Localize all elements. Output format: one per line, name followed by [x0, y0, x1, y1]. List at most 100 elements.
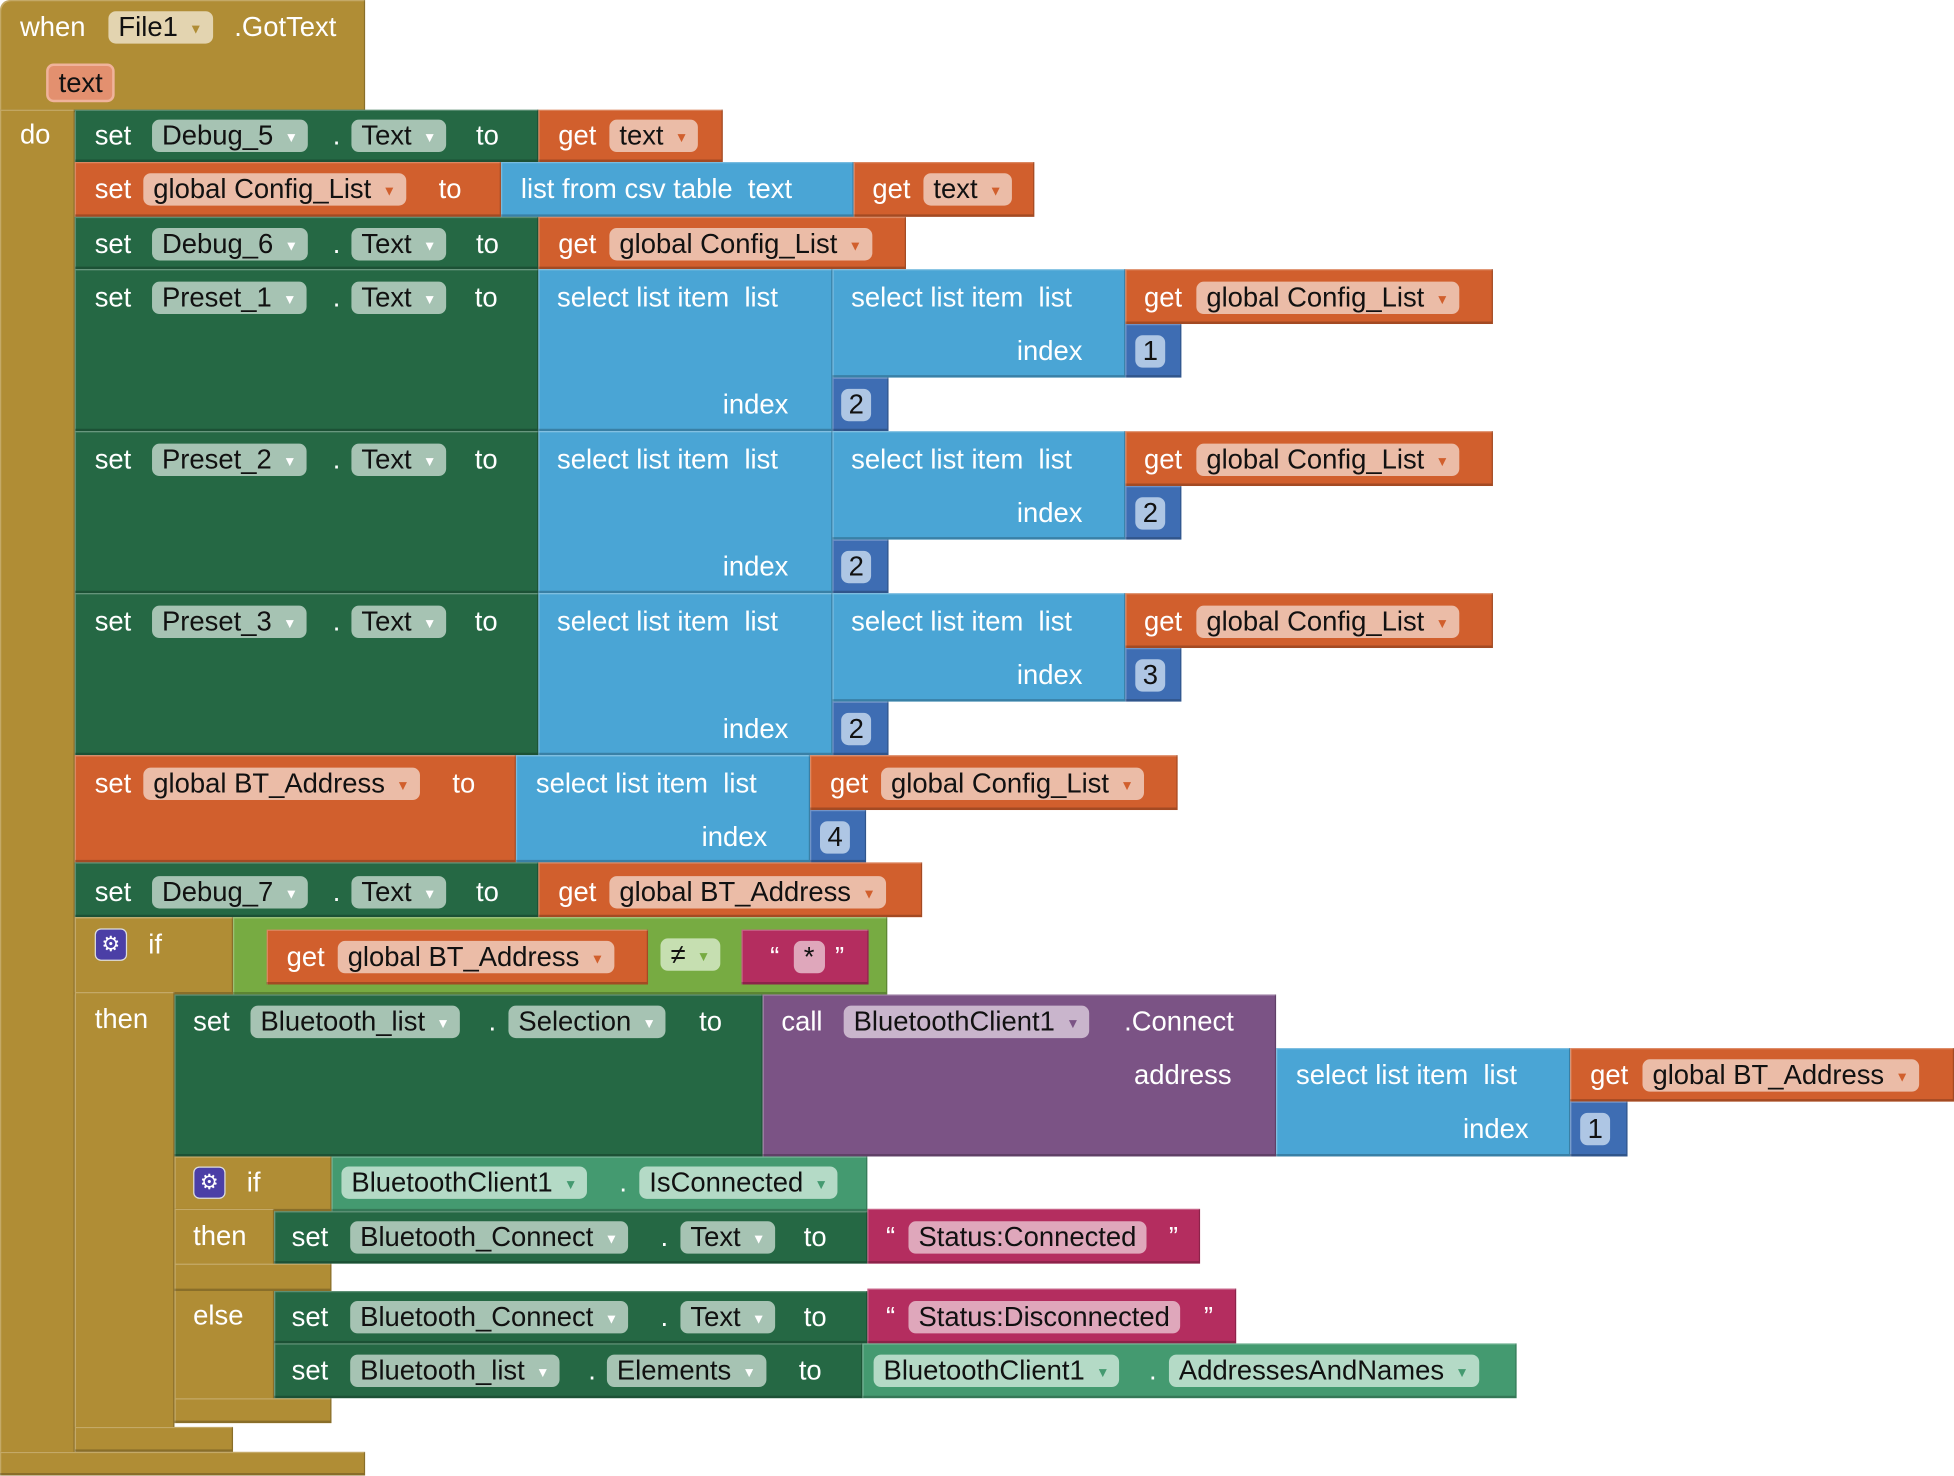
dropdown-value: global Config_List: [1206, 443, 1425, 475]
select-list-item-outer-block[interactable]: [538, 431, 833, 594]
set-preset3-block[interactable]: [74, 593, 539, 756]
component-dropdown[interactable]: BluetoothClient1▼: [843, 1005, 1090, 1039]
property-dropdown[interactable]: IsConnected▼: [639, 1166, 838, 1199]
gear-icon[interactable]: ⚙: [94, 928, 128, 961]
component-dropdown[interactable]: Debug_5▼: [152, 119, 309, 153]
select-list-item-outer-block[interactable]: [538, 593, 833, 756]
dot-label: .: [332, 443, 341, 475]
property-dropdown[interactable]: Text▼: [680, 1221, 776, 1254]
dropdown-value: Text: [361, 281, 412, 313]
dropdown-arrow-icon: ▼: [814, 1177, 829, 1193]
variable-dropdown[interactable]: global BT_Address▼: [337, 940, 615, 974]
select-list-item-label: select list item list: [557, 281, 778, 313]
dot-label: .: [588, 1354, 596, 1386]
component-dropdown[interactable]: Debug_7▼: [152, 876, 309, 909]
select-list-item-inner-block[interactable]: [832, 269, 1126, 378]
number-field[interactable]: 2: [841, 550, 872, 584]
number-field[interactable]: 1: [1135, 335, 1166, 368]
select-list-item-label: select list item list: [851, 605, 1073, 637]
variable-dropdown[interactable]: text▼: [923, 173, 1013, 206]
number-field[interactable]: 2: [841, 388, 872, 422]
get-label: get: [558, 119, 597, 151]
text-field[interactable]: Status:Disconnected: [908, 1301, 1180, 1334]
property-dropdown[interactable]: Text▼: [351, 281, 447, 315]
set-label: set: [94, 443, 132, 475]
event-parameter[interactable]: text: [46, 63, 116, 103]
component-dropdown[interactable]: Bluetooth_list▼: [350, 1354, 560, 1388]
if-label: if: [246, 1166, 261, 1198]
select-list-item-block[interactable]: [1276, 1048, 1571, 1157]
to-label: to: [474, 443, 498, 475]
select-list-item-inner-block[interactable]: [832, 593, 1126, 702]
open-quote: “: [770, 940, 780, 973]
property-dropdown[interactable]: Text▼: [351, 228, 447, 261]
variable-dropdown[interactable]: global BT_Address▼: [143, 767, 420, 801]
text-field[interactable]: Status:Connected: [908, 1221, 1147, 1254]
address-label: address: [1134, 1059, 1232, 1091]
component-dropdown[interactable]: Preset_2▼: [152, 443, 307, 477]
variable-dropdown[interactable]: global Config_List▼: [1196, 605, 1460, 639]
index-label: index: [701, 821, 768, 853]
variable-dropdown[interactable]: global Config_List▼: [609, 228, 873, 261]
variable-dropdown[interactable]: global Config_List▼: [1196, 443, 1460, 477]
set-preset2-block[interactable]: [74, 431, 539, 594]
if-block-footer: [74, 1426, 234, 1452]
property-dropdown[interactable]: AddressesAndNames▼: [1168, 1354, 1479, 1388]
dropdown-value: global BT_Address: [153, 767, 385, 799]
component-dropdown[interactable]: Preset_1▼: [152, 281, 307, 315]
variable-dropdown[interactable]: global BT_Address▼: [609, 876, 886, 909]
dropdown-arrow-icon: ▼: [742, 1365, 756, 1381]
dropdown-arrow-icon: ▼: [1095, 1365, 1110, 1381]
variable-dropdown[interactable]: text▼: [609, 119, 699, 153]
select-list-item-block[interactable]: [515, 755, 811, 863]
variable-dropdown[interactable]: global Config_List▼: [1196, 281, 1460, 315]
component-dropdown[interactable]: BluetoothClient1 ▼: [873, 1354, 1120, 1388]
property-dropdown[interactable]: Text▼: [351, 119, 447, 153]
dropdown-value: BluetoothClient1: [883, 1354, 1085, 1386]
component-dropdown[interactable]: BluetoothClient1▼: [341, 1166, 588, 1199]
component-dropdown[interactable]: Preset_3▼: [152, 605, 307, 639]
dropdown-arrow-icon: ▼: [1120, 778, 1134, 794]
dropdown-value: Text: [361, 228, 412, 260]
select-list-item-label: select list item list: [557, 605, 778, 637]
set-label: set: [94, 119, 132, 151]
dropdown-value: global Config_List: [153, 173, 372, 205]
dot-label: .: [332, 876, 341, 908]
dropdown-value: Text: [690, 1301, 741, 1333]
select-list-item-inner-block[interactable]: [832, 431, 1126, 540]
property-dropdown[interactable]: Text▼: [680, 1301, 776, 1334]
number-field[interactable]: 1: [1580, 1112, 1611, 1146]
property-dropdown[interactable]: Selection▼: [508, 1005, 666, 1039]
component-dropdown[interactable]: Bluetooth_Connect▼: [350, 1221, 629, 1254]
set-preset1-block[interactable]: [74, 269, 539, 432]
gear-icon[interactable]: ⚙: [193, 1166, 226, 1199]
variable-dropdown[interactable]: global BT_Address▼: [1642, 1059, 1919, 1092]
property-dropdown[interactable]: Text▼: [351, 443, 447, 477]
property-dropdown[interactable]: Text▼: [351, 605, 447, 639]
set-label: set: [291, 1301, 329, 1333]
variable-dropdown[interactable]: global Config_List▼: [143, 173, 407, 206]
number-field[interactable]: 4: [819, 821, 851, 854]
component-dropdown[interactable]: Debug_6▼: [152, 228, 309, 261]
operator-dropdown[interactable]: ≠▼: [660, 938, 721, 971]
number-field[interactable]: 3: [1135, 659, 1166, 692]
select-list-item-outer-block[interactable]: [538, 269, 833, 432]
number-field[interactable]: 2: [1135, 497, 1166, 530]
to-label: to: [438, 173, 462, 205]
get-label: get: [1590, 1059, 1629, 1091]
csv-label: list from csv table text: [520, 173, 793, 205]
set-label: set: [291, 1354, 329, 1386]
property-dropdown[interactable]: Text▼: [351, 876, 447, 909]
get-label: get: [1144, 281, 1183, 313]
component-dropdown[interactable]: Bluetooth_Connect▼: [350, 1301, 629, 1334]
list-from-csv-block[interactable]: [500, 162, 854, 217]
component-dropdown[interactable]: Bluetooth_list▼: [250, 1005, 460, 1039]
property-dropdown[interactable]: Elements▼: [606, 1354, 766, 1388]
variable-dropdown[interactable]: global Config_List▼: [881, 767, 1144, 801]
number-field[interactable]: 2: [841, 712, 872, 746]
dropdown-value: BluetoothClient1: [853, 1005, 1055, 1037]
component-dropdown[interactable]: File1▼: [108, 11, 213, 44]
text-field[interactable]: *: [793, 940, 825, 974]
dropdown-arrow-icon: ▼: [988, 184, 1003, 200]
